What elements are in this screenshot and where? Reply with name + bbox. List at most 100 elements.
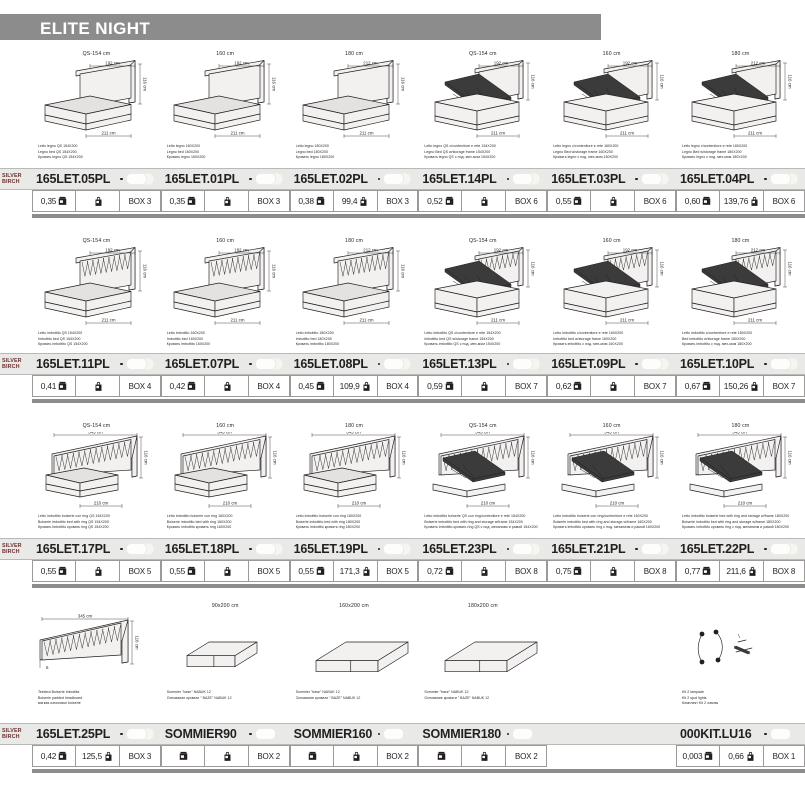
spec-cell-group: 0,62 BOX 7 [547,375,676,397]
product-code-cell[interactable]: 165LET.02PL [290,169,419,189]
svg-text:116 cm: 116 cm [530,74,535,88]
product-line-drawing [418,612,547,698]
description-line: Кровать imbottito кровать ring 160X200 [166,525,232,530]
finish-swatch-group [506,728,534,740]
box-cell: BOX 8 [635,560,676,582]
product-drawing-cell: 180 cm 212 cm 116 cm 211 cm Letto imbott… [290,235,419,353]
description-line: Кровать imbottito кровать ring 180X200 [295,525,361,530]
finish-swatch [383,728,405,740]
svg-text:210 cm: 210 cm [94,500,109,505]
weight-cell [76,560,120,582]
product-code-cell[interactable]: SOMMIER180 [418,724,547,744]
spec-cell-group: 0,55 171,3 BOX 5 [289,560,419,582]
page-title: ELITE NIGHT [40,19,151,38]
volume-cell: 0,62 [547,375,592,397]
product-drawing-cell: 160 cm 192 cm 116 cm 211 cm Letto legno … [547,48,676,166]
finish-swatch-group [764,358,791,370]
svg-text:345 cm: 345 cm [78,613,93,618]
product-code-cell[interactable]: 165LET.10PL [676,354,805,374]
box-cell: BOX 8 [764,560,805,582]
product-code-cell[interactable]: 165LET.23PL [418,539,547,559]
product-code-cell[interactable]: 165LET.04PL [676,169,805,189]
weight-value: 150,26 [723,381,749,391]
product-code-cell[interactable]: SOMMIER90 [161,724,290,744]
svg-text:116 cm: 116 cm [788,261,793,275]
product-code-cell[interactable]: 165LET.09PL [547,354,676,374]
box-cell: BOX 6 [635,190,676,212]
product-description: Letto imbottito c/contenitore e rete 160… [553,331,671,348]
weight-value: 171,3 [339,566,360,576]
product-code-cell[interactable]: 165LET.08PL [290,354,419,374]
product-code-cell[interactable]: 165LET.25PL [32,724,161,744]
product-code-cell[interactable]: 165LET.07PL [161,354,290,374]
swatch-bullet-icon [764,362,767,366]
finish-swatch-group [120,543,147,555]
row-divider [32,214,805,218]
swatch-bullet-icon [249,362,252,366]
svg-text:211 cm: 211 cm [231,130,245,135]
finish-swatch-group [249,173,276,185]
box-value: BOX 6 [643,196,667,206]
volume-box-icon [574,196,582,205]
description-line: Кровать imbottito кровать ring с под. ме… [553,525,661,530]
finish-swatch-group [635,543,662,555]
volume-value: 0,62 [555,381,572,391]
finish-swatch [512,543,534,555]
description-line: Кровать imbottito с под. мех-мом 180X200 [682,342,752,347]
spec-cell-group: 0,38 99,4 BOX 3 [289,190,419,212]
product-code-cell[interactable]: 165LET.05PL [32,169,161,189]
box-cell: BOX 7 [764,375,805,397]
product-code-cell[interactable]: 165LET.03PL [547,169,676,189]
product-code-cell[interactable]: 165LET.18PL [161,539,290,559]
weight-cell: 139,76 [720,190,764,212]
description-line: Кровать imbottito кровать ring с под. ме… [682,525,790,530]
product-code-cell[interactable]: 000KIT.LU16 [676,724,805,744]
product-code-cell[interactable]: 165LET.17PL [32,539,161,559]
weight-package-icon [95,566,102,576]
svg-text:211 cm: 211 cm [748,130,762,135]
weight-package-icon [95,196,102,206]
description-line: Boiserie imbottito bed with ring QS 154X… [38,519,109,524]
swatch-bullet-icon [764,547,767,551]
volume-cell [289,745,334,767]
finish-swatch [769,543,791,555]
product-code-cell[interactable]: 165LET.01PL [161,169,290,189]
product-code-cell[interactable]: 165LET.14PL [418,169,547,189]
svg-text:211 cm: 211 cm [491,317,505,322]
product-drawing-cell: 160 cm 345 cm 116 cm 210 cm Letto imbott… [547,420,676,536]
box-value: BOX 7 [643,381,667,391]
product-code: SOMMIER180 [422,727,501,741]
description-line: Letto imbottito 160X200 [166,331,205,335]
product-code-cell[interactable]: 165LET.22PL [676,539,805,559]
product-code-cell[interactable]: 165LET.11PL [32,354,161,374]
weight-cell: 99,4 [333,190,378,212]
product-code-cell[interactable]: 165LET.19PL [290,539,419,559]
finish-label: SILVER BIRCH [2,358,22,370]
product-code-cell[interactable]: 165LET.21PL [547,539,676,559]
product-drawing-cell: 160 cm 192 cm 116 cm 211 cm Letto legno … [161,48,290,166]
weight-cell [204,190,249,212]
svg-text:345 cm: 345 cm [217,432,232,434]
volume-box-icon [180,751,188,760]
finish-swatch [640,173,662,185]
finish-swatch-group [506,358,534,370]
svg-text:116 cm: 116 cm [400,77,405,91]
svg-text:116 cm: 116 cm [659,450,664,464]
product-code: 165LET.10PL [680,357,755,371]
weight-cell [591,375,636,397]
weight-package-icon [95,381,102,391]
volume-cell: 0,35 [32,190,76,212]
finish-swatch-group [377,173,405,185]
product-code-cell[interactable]: 165LET.13PL [418,354,547,374]
box-value: BOX 3 [128,751,152,761]
weight-package-icon [224,566,231,576]
product-code-cell[interactable]: SOMMIER160 [290,724,419,744]
product-description: Letto imbottito boiserie con ring/conten… [553,514,671,531]
description-line: Legno bed QS 154X200 [38,149,77,154]
finish-swatch [512,358,534,370]
row-divider [32,399,805,403]
finish-swatch [383,543,405,555]
weight-package-icon [481,566,488,576]
